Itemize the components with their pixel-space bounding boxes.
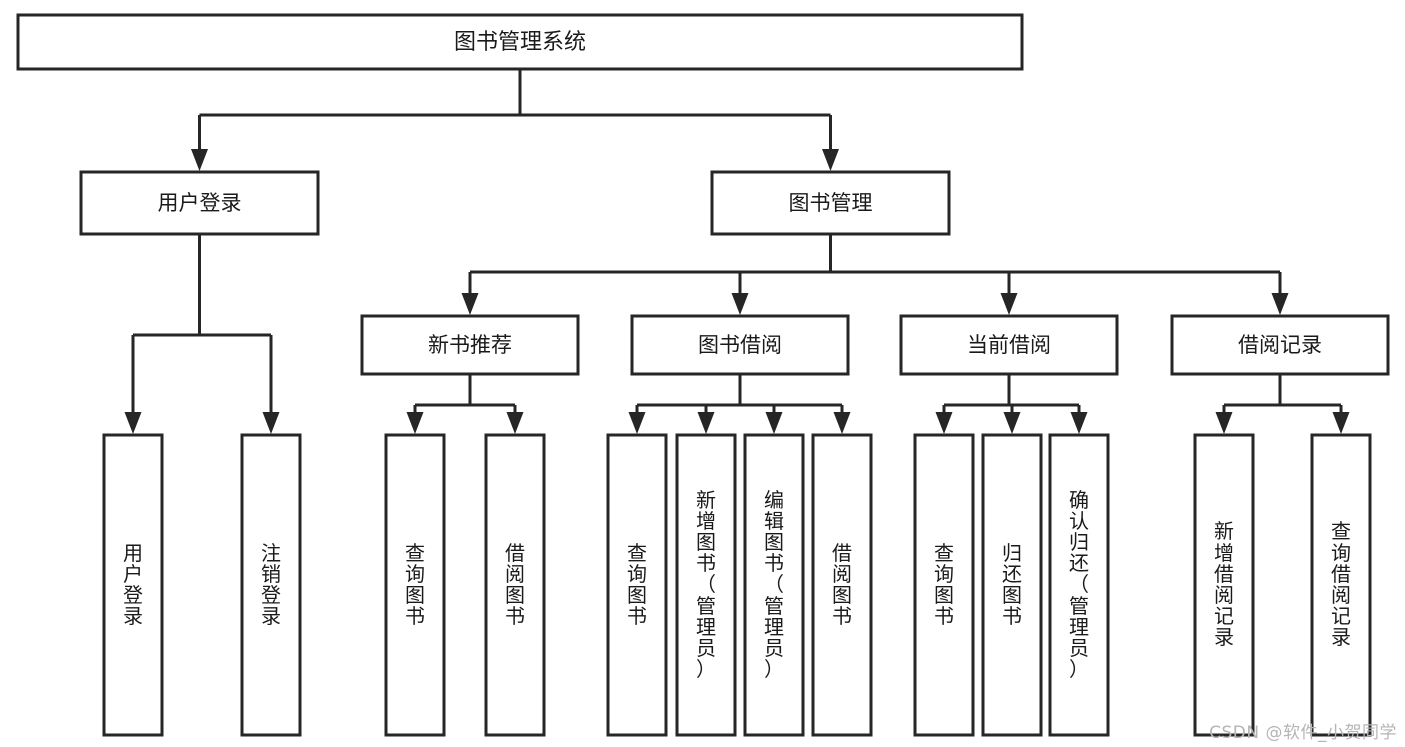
node-user-login[interactable]: 用户登录 xyxy=(79,170,320,236)
node-leaf-user-login[interactable] xyxy=(102,433,164,737)
arrow-head-icon xyxy=(822,149,839,171)
arrow-head-icon xyxy=(1070,412,1088,434)
node-label: 图书管理 xyxy=(789,191,873,215)
node-label: 当前借阅 xyxy=(967,333,1051,357)
node-box[interactable] xyxy=(1310,433,1372,737)
node-root[interactable]: 图书管理系统 xyxy=(16,13,1024,71)
node-leaf-query-record[interactable] xyxy=(1310,433,1372,737)
arrow-head-icon xyxy=(697,412,715,434)
watermark: CSDN @软件_小贺同学 xyxy=(1209,723,1397,743)
node-leaf-query-book-cur[interactable] xyxy=(913,433,975,737)
arrow-head-icon xyxy=(1215,412,1233,434)
node-leaf-query-book-rec[interactable] xyxy=(384,433,446,737)
arrow-head-icon xyxy=(1003,412,1021,434)
node-box[interactable] xyxy=(102,433,164,737)
node-box[interactable] xyxy=(743,433,805,737)
node-leaf-add-book[interactable] xyxy=(675,433,737,737)
arrow-head-icon xyxy=(262,412,280,434)
node-label: 用户登录 xyxy=(158,191,242,215)
node-leaf-add-record[interactable] xyxy=(1193,433,1255,737)
arrow-head-icon xyxy=(1332,412,1350,434)
node-book-borrow[interactable]: 图书借阅 xyxy=(630,314,850,376)
node-new-book-rec[interactable]: 新书推荐 xyxy=(360,314,580,376)
node-leaf-borrow-book-rec[interactable] xyxy=(484,433,546,737)
node-current-borrow[interactable]: 当前借阅 xyxy=(899,314,1119,376)
node-box[interactable] xyxy=(360,314,580,376)
node-label: 图书借阅 xyxy=(698,333,782,357)
node-box[interactable] xyxy=(913,433,975,737)
node-leaf-return-book[interactable] xyxy=(981,433,1043,737)
node-leaf-logout[interactable] xyxy=(240,433,302,737)
node-borrow-record[interactable]: 借阅记录 xyxy=(1170,314,1390,376)
arrow-head-icon xyxy=(191,149,208,171)
node-label: 新书推荐 xyxy=(428,333,512,357)
node-box[interactable] xyxy=(384,433,446,737)
node-box[interactable] xyxy=(484,433,546,737)
node-box[interactable] xyxy=(811,433,873,737)
node-box[interactable] xyxy=(899,314,1119,376)
node-label: 图书管理系统 xyxy=(454,30,586,55)
node-box[interactable] xyxy=(981,433,1043,737)
node-leaf-borrow-book[interactable] xyxy=(811,433,873,737)
arrow-head-icon xyxy=(1271,293,1289,315)
arrow-head-icon xyxy=(833,412,851,434)
edge-group-new-book-rec xyxy=(406,374,524,434)
arrow-head-icon xyxy=(731,293,749,315)
arrow-head-icon xyxy=(628,412,646,434)
arrow-head-icon xyxy=(461,293,479,315)
edge-group-user-login xyxy=(124,234,280,434)
node-box[interactable] xyxy=(606,433,668,737)
edge-group-root xyxy=(191,69,839,171)
arrow-head-icon xyxy=(124,412,142,434)
node-box[interactable] xyxy=(79,170,320,236)
arrow-head-icon xyxy=(406,412,424,434)
arrow-head-icon xyxy=(1000,293,1018,315)
node-box[interactable] xyxy=(16,13,1024,71)
edge-group-borrow-record xyxy=(1215,374,1350,434)
node-leaf-edit-book[interactable] xyxy=(743,433,805,737)
edge-group-book-manage xyxy=(461,234,1289,315)
arrow-head-icon xyxy=(506,412,524,434)
node-box[interactable] xyxy=(240,433,302,737)
node-book-manage[interactable]: 图书管理 xyxy=(710,170,951,236)
node-box[interactable] xyxy=(675,433,737,737)
node-label: 借阅记录 xyxy=(1238,333,1322,357)
node-box[interactable] xyxy=(1170,314,1390,376)
node-box[interactable] xyxy=(1048,433,1110,737)
node-box[interactable] xyxy=(710,170,951,236)
node-leaf-query-book[interactable] xyxy=(606,433,668,737)
node-leaf-confirm-return[interactable] xyxy=(1048,433,1110,737)
node-box[interactable] xyxy=(1193,433,1255,737)
edge-group-current-borrow xyxy=(935,374,1088,434)
arrow-head-icon xyxy=(765,412,783,434)
arrow-head-icon xyxy=(935,412,953,434)
edge-group-book-borrow xyxy=(628,374,851,434)
node-box[interactable] xyxy=(630,314,850,376)
